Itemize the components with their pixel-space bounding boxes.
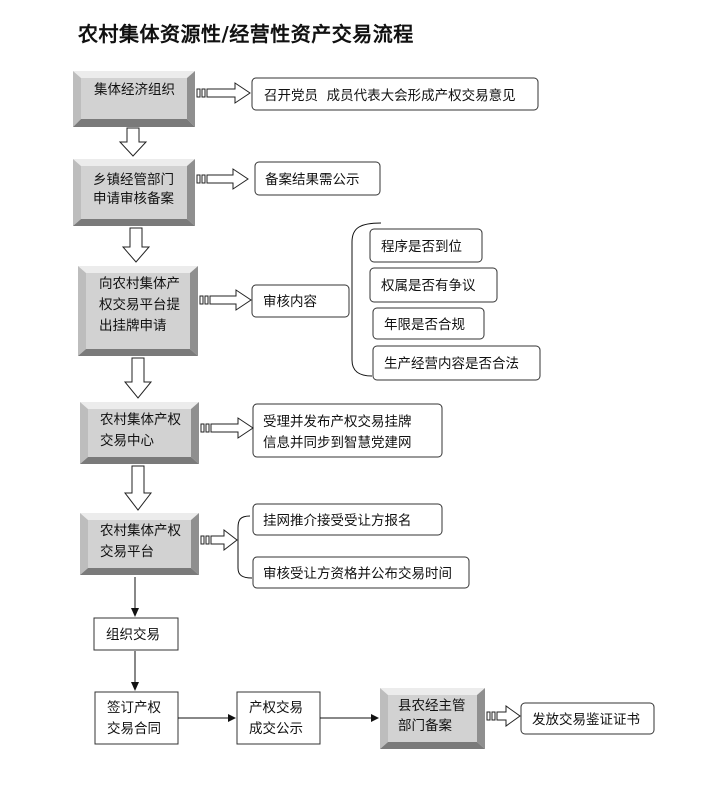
step-label: 县农经主管 — [398, 698, 466, 714]
step-label: 申请审核备案 — [93, 190, 174, 207]
note-text: 审核内容 — [263, 293, 317, 310]
note-text: 受理并发布产权交易挂牌 — [263, 413, 412, 430]
note-certificate: 发放交易鉴证证书 — [520, 702, 655, 735]
step-label: 出挂牌申请 — [99, 317, 167, 334]
step-label: 集体经济组织 — [94, 82, 175, 98]
note-text: 权属是否有争议 — [381, 277, 476, 294]
step-label: 交易合同 — [107, 720, 161, 737]
note-text: 生产经营内容是否合法 — [384, 355, 519, 372]
note-ownership: 权属是否有争议 — [369, 267, 498, 303]
connector-arrow — [320, 714, 379, 722]
diagram-title: 农村集体资源性/经营性资产交易流程 — [78, 22, 414, 46]
step-label: 成交公示 — [249, 720, 303, 737]
note-meeting: 召开党员 成员代表大会形成产权交易意见 — [251, 77, 539, 111]
step-label: 交易中心 — [100, 432, 154, 449]
step-trading-platform: 农村集体产权 交易平台 — [80, 513, 199, 575]
brace-left-bracket — [237, 515, 253, 579]
right-arrow — [486, 705, 521, 727]
note-accept-publish: 受理并发布产权交易挂牌 信息并同步到智慧党建网 — [252, 403, 443, 458]
step-label: 交易平台 — [100, 543, 154, 560]
note-text: 挂网推介接受受让方报名 — [263, 512, 412, 529]
step-county-record: 县农经主管 部门备案 — [380, 688, 485, 749]
note-record-public: 备案结果需公示 — [254, 161, 381, 196]
connector-arrow — [178, 714, 236, 722]
step-collective-org: 集体经济组织 — [73, 71, 195, 127]
note-qualification: 审核受让方资格并公布交易时间 — [252, 556, 470, 589]
note-text: 备案结果需公示 — [265, 171, 360, 188]
note-procedure: 程序是否到位 — [369, 228, 483, 263]
step-label: 组织交易 — [106, 626, 160, 643]
step-trading-center: 农村集体产权 交易中心 — [80, 402, 199, 464]
connector-arrow — [131, 577, 139, 617]
down-arrow — [118, 127, 148, 157]
right-arrow — [200, 528, 238, 552]
step-label: 权交易平台提 — [99, 296, 180, 313]
note-online-listing: 挂网推介接受受让方报名 — [252, 503, 443, 536]
step-label: 部门备案 — [398, 717, 452, 734]
step-label: 乡镇经管部门 — [93, 172, 174, 188]
step-label: 签订产权 — [107, 699, 161, 716]
connector-arrow — [131, 651, 139, 691]
note-text: 信息并同步到智慧党建网 — [263, 434, 412, 451]
down-arrow — [123, 465, 153, 511]
note-text: 召开党员 成员代表大会形成产权交易意见 — [264, 87, 516, 104]
note-text: 程序是否到位 — [381, 239, 462, 255]
right-arrow — [199, 289, 252, 311]
step-organize-trade: 组织交易 — [93, 617, 179, 651]
step-label: 产权交易 — [249, 699, 303, 716]
note-term: 年限是否合规 — [372, 307, 485, 340]
note-text: 发放交易鉴证证书 — [532, 711, 640, 728]
right-arrow — [196, 82, 251, 104]
step-sign-contract: 签订产权 交易合同 — [94, 691, 179, 745]
down-arrow — [123, 357, 153, 399]
note-text: 年限是否合规 — [384, 317, 465, 333]
step-label: 农村集体产权 — [100, 411, 181, 428]
note-business: 生产经营内容是否合法 — [372, 345, 541, 381]
step-apply-listing: 向农村集体产 权交易平台提 出挂牌申请 — [78, 266, 198, 356]
brace-left-curly — [351, 222, 382, 377]
right-arrow — [196, 168, 249, 190]
note-text: 审核受让方资格并公布交易时间 — [263, 565, 452, 582]
down-arrow — [121, 227, 151, 263]
step-publicity: 产权交易 成交公示 — [236, 691, 321, 745]
right-arrow — [200, 417, 254, 439]
step-label: 农村集体产权 — [100, 522, 181, 539]
step-label: 向农村集体产 — [99, 276, 180, 292]
step-township-dept: 乡镇经管部门 申请审核备案 — [73, 159, 195, 226]
note-review-content: 审核内容 — [251, 284, 350, 318]
